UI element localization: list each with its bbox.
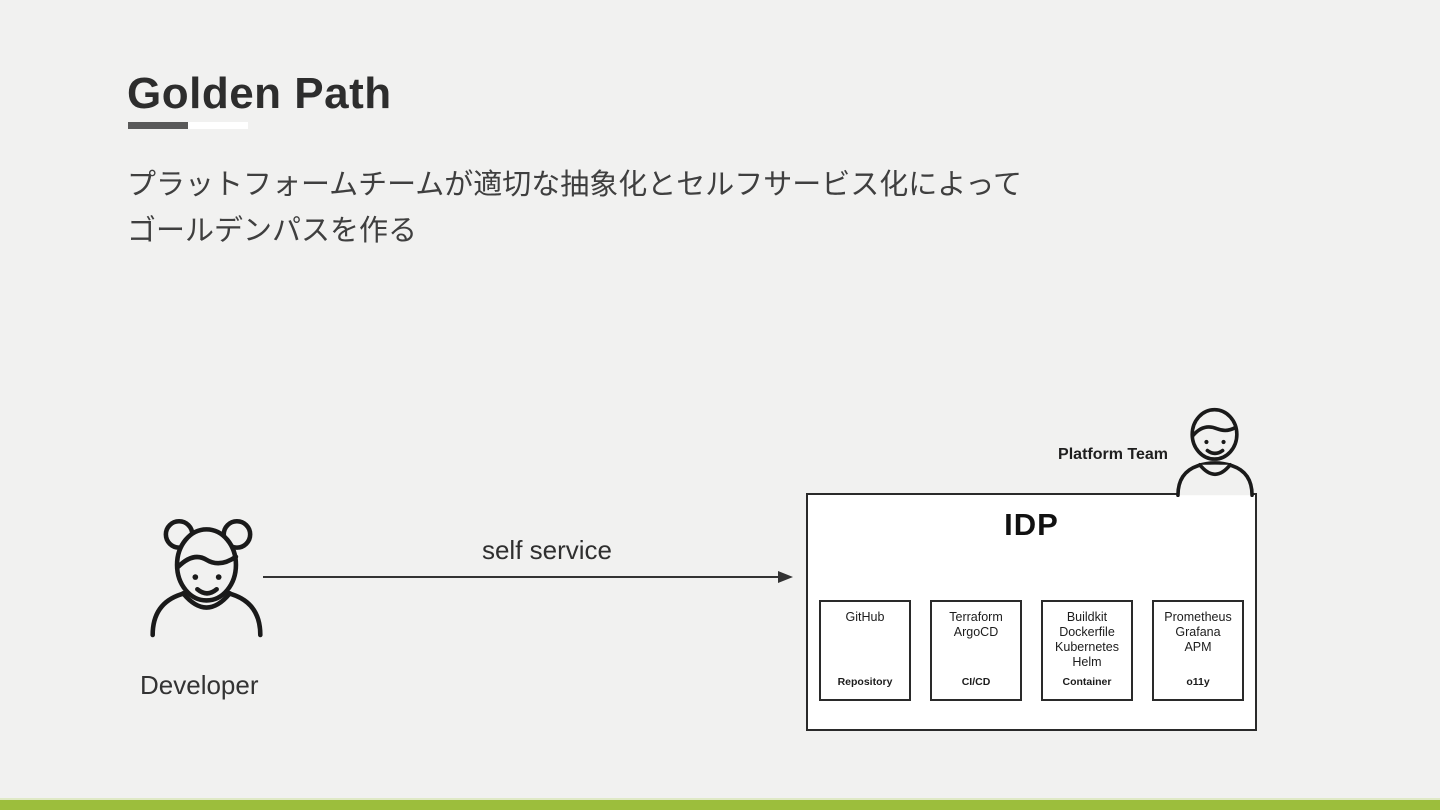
developer-person-icon [150, 518, 263, 638]
tool-category: CI/CD [961, 676, 991, 688]
arrow-head-icon [778, 571, 793, 583]
subtitle-line-1: プラットフォームチームが適切な抽象化とセルフサービス化によって [127, 169, 1022, 201]
title-accent-bar [128, 122, 248, 129]
accent-bar-dark-segment [128, 122, 188, 129]
bottom-accent-bar [0, 798, 1440, 810]
accent-bar-white-segment [188, 122, 248, 129]
subtitle-line-2: ゴールデンパスを作る [127, 215, 418, 247]
tool-box-container: Buildkit Dockerfile Kubernetes Helm Cont… [1041, 600, 1133, 701]
tool-category: Repository [837, 676, 893, 688]
tool-stack: GitHub [845, 610, 885, 624]
tool-box-cicd: Terraform ArgoCD CI/CD [930, 600, 1022, 701]
tool-stack: Prometheus Grafana APM [1164, 610, 1232, 654]
platform-team-person-icon [1176, 407, 1254, 498]
slide-subtitle: プラットフォームチームが適切な抽象化とセルフサービス化によって ゴールデンパスを… [127, 162, 1247, 254]
idp-title: IDP [1004, 507, 1059, 542]
tool-stack: Buildkit Dockerfile Kubernetes Helm [1055, 610, 1119, 669]
idp-tools-row: GitHub Repository Terraform ArgoCD CI/CD… [808, 600, 1255, 701]
idp-box: IDP GitHub Repository Terraform ArgoCD C… [806, 493, 1257, 731]
tool-box-repository: GitHub Repository [819, 600, 911, 701]
self-service-label: self service [481, 535, 613, 565]
tool-stack: Terraform ArgoCD [949, 610, 1003, 639]
tool-category: o11y [1186, 676, 1210, 688]
developer-label: Developer [140, 670, 259, 700]
platform-team-label: Platform Team [1058, 446, 1168, 463]
self-service-arrow-line [263, 576, 780, 578]
tool-box-o11y: Prometheus Grafana APM o11y [1152, 600, 1244, 701]
tool-category: Container [1062, 676, 1112, 688]
page-title: Golden Path [127, 69, 392, 119]
